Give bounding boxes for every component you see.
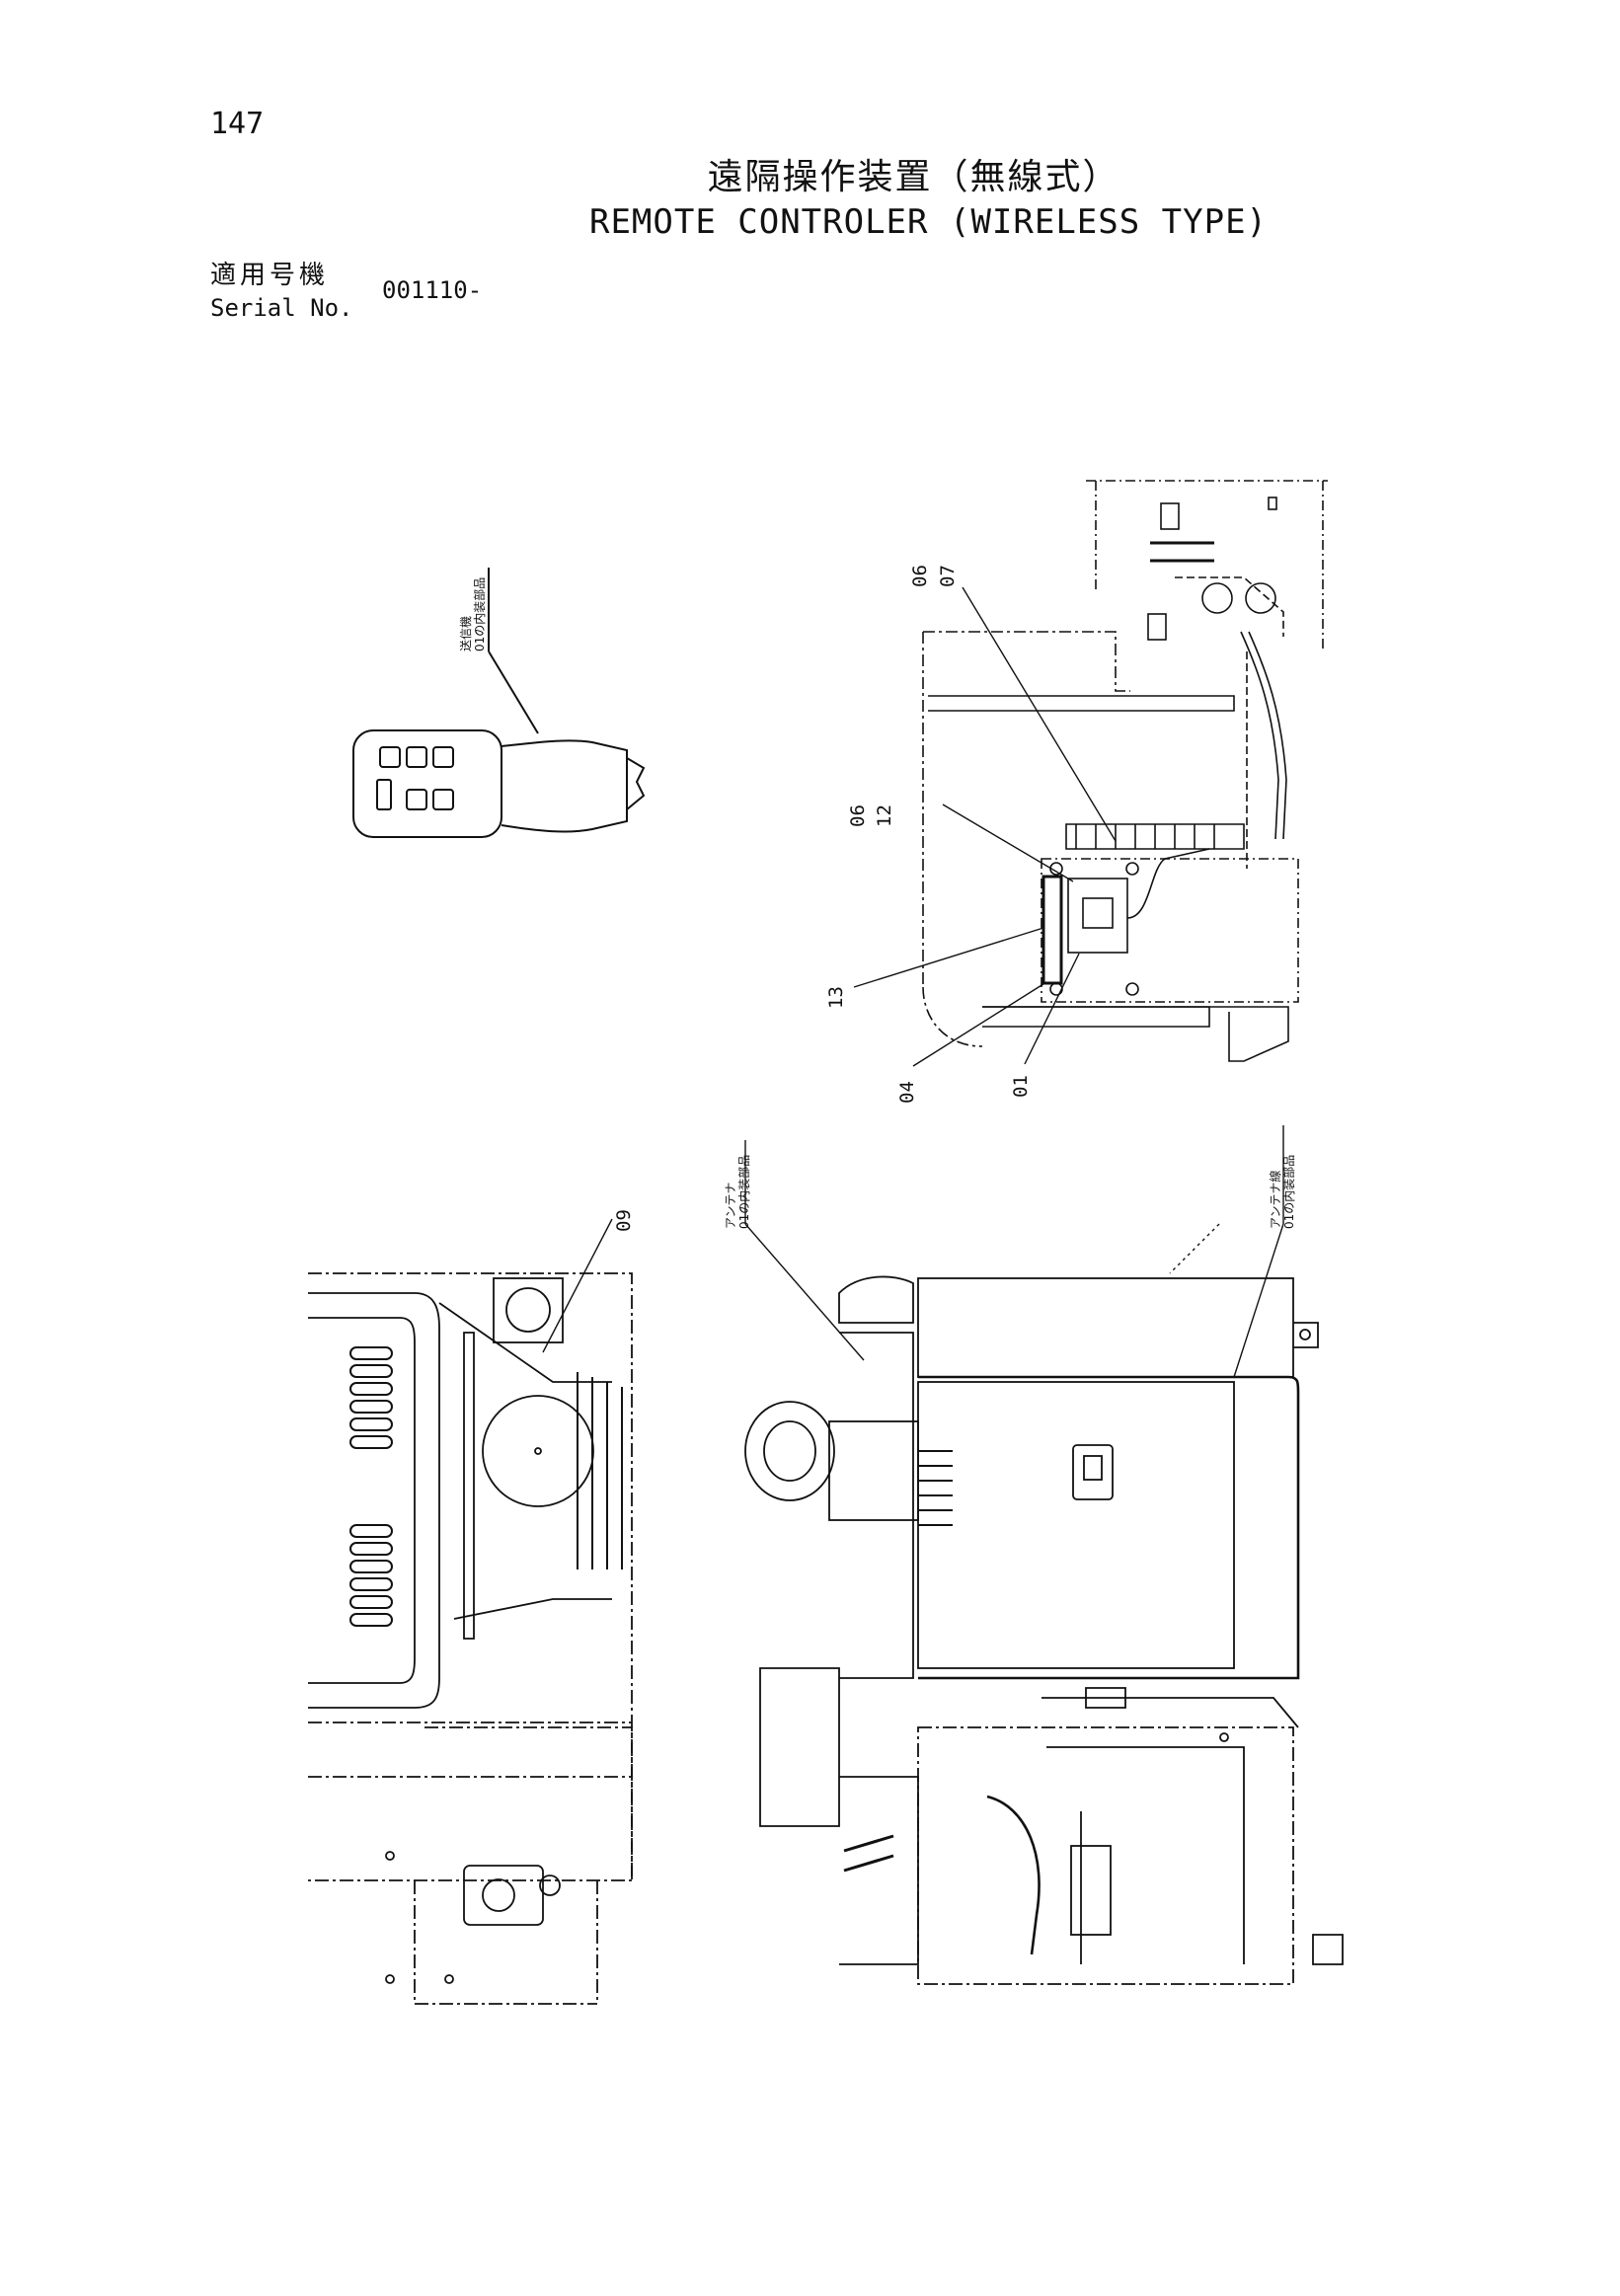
page-title-japanese: 遠隔操作装置（無線式） [707, 157, 1120, 197]
transmitter-callout: 送信機 01の内装部品 [458, 577, 487, 651]
serial-label-japanese: 適用号機 [210, 261, 330, 290]
machine-top-view-labels: 09 [613, 1209, 635, 1232]
antenna-callouts [744, 1125, 1284, 1378]
part-number-13: 13 [825, 986, 847, 1009]
part-number-06-b: 06 [847, 804, 869, 827]
part-number-01: 01 [1010, 1075, 1032, 1098]
transmitter-note-1: 送信機 [458, 616, 473, 651]
operator-section-drawing [922, 480, 1328, 1062]
part-number-07: 07 [937, 565, 959, 587]
operator-section-labels: 06 07 06 12 13 04 01 [825, 565, 1032, 1104]
transmitter-note-2: 01の内装部品 [472, 577, 487, 651]
page-number: 147 [210, 107, 265, 141]
part-number-06-a: 06 [909, 565, 931, 587]
serial-label-english: Serial No. [210, 294, 353, 322]
antenna-left-note-1: アンテナ [724, 1182, 737, 1229]
antenna-right-note-1: アンテナ線 [1268, 1170, 1282, 1229]
machine-side-view-drawing [744, 1275, 1344, 1985]
antenna-labels: アンテナ 01の内装部品 アンテナ線 01の内装部品 [724, 1155, 1296, 1229]
transmitter-drawing [352, 568, 646, 838]
part-number-12: 12 [874, 804, 895, 827]
part-number-09: 09 [613, 1209, 635, 1232]
antenna-right-note-2: 01の内装部品 [1281, 1155, 1296, 1229]
part-number-04: 04 [896, 1081, 918, 1104]
serial-number-value: 001110- [382, 276, 483, 304]
antenna-left-note-2: 01の内装部品 [736, 1155, 751, 1229]
page-title-english: REMOTE CONTROLER (WIRELESS TYPE) [588, 202, 1269, 242]
operator-section-callouts [853, 586, 1117, 1067]
machine-top-view-drawing [308, 1218, 633, 2005]
